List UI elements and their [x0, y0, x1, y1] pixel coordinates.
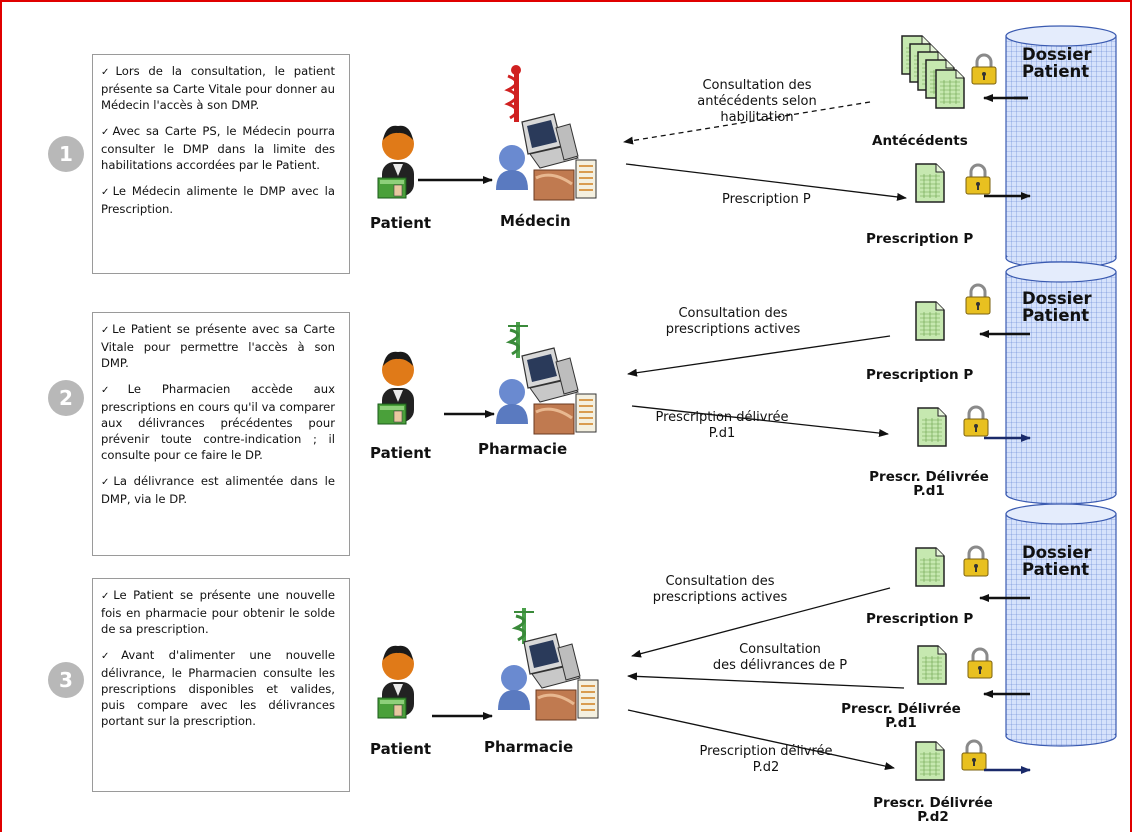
document-icon	[915, 741, 945, 781]
document-icon	[915, 301, 945, 341]
step-number-badge: 1	[48, 136, 84, 172]
dossier-line: Patient	[1022, 306, 1090, 325]
dossier-line: Dossier	[1022, 289, 1092, 308]
arrow-label: Prescription P	[722, 192, 811, 207]
document-icon	[917, 645, 947, 685]
arrow-label: Consultation des prescriptions actives	[652, 574, 788, 605]
arrow-label: Consultation des délivrances de P	[690, 642, 870, 674]
document-label: Prescription P	[866, 367, 974, 383]
dossier-patient-label: Dossier Patient	[1022, 46, 1092, 80]
step-3-description: Le Patient se présente une nouvelle fois…	[92, 578, 350, 792]
arrow-prescription-delivree	[631, 405, 889, 437]
dossier-patient-label: Dossier Patient	[1022, 544, 1092, 578]
step-2-description: Le Patient se présente avec sa Carte Vit…	[92, 312, 350, 556]
arrow-consultation-prescriptions	[627, 335, 891, 377]
arrow-label: Prescription délivrée P.d1	[632, 410, 812, 442]
dossier-line: Patient	[1022, 62, 1090, 81]
dossier-patient-label: Dossier Patient	[1022, 290, 1092, 324]
dossier-line: Patient	[1022, 560, 1090, 579]
document-label: Prescr. Délivrée P.d2	[862, 796, 1004, 824]
patient-icon	[377, 351, 415, 425]
bullet-text: Le Patient se présente avec sa Carte Vit…	[101, 321, 335, 371]
dossier-line: Dossier	[1022, 45, 1092, 64]
bullet-text: La délivrance est alimentée dans le DMP,…	[101, 473, 335, 507]
document-label-line: Prescr. Délivrée	[873, 795, 993, 811]
bullet-text: Lors de la consultation, le patient prés…	[101, 63, 335, 113]
bullet-text: Le Patient se présente une nouvelle fois…	[101, 587, 335, 637]
lock-icon	[970, 53, 998, 86]
lock-icon	[966, 647, 994, 680]
bullet-text: Le Médecin alimente le DMP avec la Presc…	[101, 183, 335, 217]
doctor-computer-icon	[494, 112, 598, 202]
pharmacy-computer-icon	[494, 346, 598, 436]
document-label-line: P.d1	[913, 483, 945, 499]
patient-icon	[377, 645, 415, 719]
arrow-label-line: des délivrances de P	[712, 658, 848, 673]
pharmacy-computer-icon	[496, 632, 600, 722]
arrow-prescription-delivree-2	[627, 709, 895, 770]
arrow-label-line: P.d2	[752, 760, 780, 775]
actor-label: Médecin	[500, 212, 571, 230]
document-label: Prescription P	[866, 611, 974, 627]
bullet-text: Avec sa Carte PS, le Médecin pourra cons…	[101, 123, 335, 173]
lock-icon	[964, 163, 992, 196]
lock-icon	[964, 283, 992, 316]
patient-label: Patient	[370, 444, 432, 462]
lock-icon	[960, 739, 988, 772]
document-label: Prescr. Délivrée P.d1	[858, 470, 1000, 498]
arrow-prescription-p	[625, 163, 907, 201]
step-1-description: Lors de la consultation, le patient prés…	[92, 54, 350, 274]
documents-stack-icon	[901, 35, 965, 109]
bullet-text: Le Pharmacien accède aux prescriptions e…	[101, 381, 335, 463]
arrow-label-line: Consultation	[739, 642, 821, 657]
pharmacy-caduceus-icon	[511, 608, 534, 644]
arrow-label-line: Prescription délivrée	[655, 410, 789, 425]
document-label-line: Prescr. Délivrée	[841, 701, 961, 717]
database-cylinder-icon	[1005, 503, 1117, 747]
patient-icon	[377, 125, 415, 199]
arrow-consultation-antecedents	[623, 101, 871, 145]
step-number-badge: 3	[48, 662, 84, 698]
patient-label: Patient	[370, 214, 432, 232]
document-icon	[915, 163, 945, 203]
arrow-label: Consultation des prescriptions actives	[665, 306, 801, 337]
document-label-line: P.d2	[917, 809, 949, 825]
arrow-consultation-delivrances	[627, 672, 905, 689]
actor-label: Pharmacie	[478, 440, 568, 458]
medical-caduceus-icon	[504, 65, 521, 122]
dossier-line: Dossier	[1022, 543, 1092, 562]
arrow-label-line: P.d1	[708, 426, 736, 441]
pharmacy-caduceus-icon	[505, 322, 528, 358]
arrow-consultation-prescriptions	[631, 587, 891, 658]
document-label-line: Prescr. Délivrée	[869, 469, 989, 485]
step-number-badge: 2	[48, 380, 84, 416]
document-label: Antécédents	[872, 133, 968, 149]
patient-label: Patient	[370, 740, 432, 758]
arrow-label-line: Prescription délivrée	[699, 744, 833, 759]
document-label: Prescription P	[866, 231, 974, 247]
bullet-text: Avant d'alimenter une nouvelle délivranc…	[101, 647, 335, 729]
document-icon	[917, 407, 947, 447]
arrow-label: Consultation des antécédents selon habil…	[697, 78, 817, 125]
lock-icon	[962, 405, 990, 438]
document-label-line: P.d1	[885, 715, 917, 731]
arrow-label: Prescription délivrée P.d2	[676, 744, 856, 776]
document-label: Prescr. Délivrée P.d1	[830, 702, 972, 730]
lock-icon	[962, 545, 990, 578]
document-icon	[915, 547, 945, 587]
actor-label: Pharmacie	[484, 738, 574, 756]
